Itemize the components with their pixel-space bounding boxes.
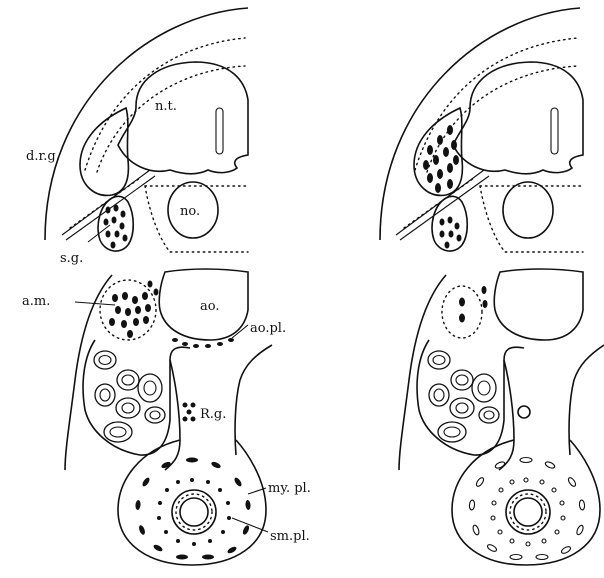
gut-lumen-outer xyxy=(506,490,550,534)
sympathetic-ganglion-dots xyxy=(104,205,128,249)
gut-lumen-outer xyxy=(172,490,216,534)
nerve-fibre xyxy=(66,176,155,240)
myenteric-plexus-open xyxy=(469,458,585,560)
label-sg: s.g. xyxy=(60,251,83,266)
label-am: a.m. xyxy=(22,294,50,309)
label-drg: d.r.g. xyxy=(26,149,60,164)
remak-ganglion-dots xyxy=(183,403,196,422)
neural-tube xyxy=(453,62,583,174)
gut-stalk-right xyxy=(235,345,272,455)
gut-stalk xyxy=(499,360,514,470)
body-wall-dotted xyxy=(415,38,578,170)
remak-ganglion xyxy=(518,406,530,418)
gut-lumen-inner xyxy=(514,498,542,526)
dorsal-root-ganglion-dots xyxy=(423,125,459,193)
body-wall-outline xyxy=(380,8,580,240)
gut-lumen-dotted xyxy=(510,494,546,530)
notochord xyxy=(503,182,553,238)
body-wall-dotted-inner xyxy=(427,66,578,172)
label-ao: ao. xyxy=(200,299,219,314)
label-nt: n.t. xyxy=(155,99,177,114)
label-rg: R.g. xyxy=(200,407,226,422)
right-panel xyxy=(380,8,604,565)
label-aopl: ao.pl. xyxy=(250,321,286,336)
mesonephric-tubules xyxy=(428,351,499,442)
dorsal-root-ganglion xyxy=(414,108,462,195)
left-panel: n.t. d.r.g. no. s.g. ao. a.m. ao.pl. R.g… xyxy=(22,8,311,565)
label-no: no. xyxy=(180,204,200,219)
adrenal-medulla-dots xyxy=(459,286,488,323)
sclerotome-dotted xyxy=(145,186,248,252)
submucous-plexus-dots xyxy=(157,478,231,546)
gut-stalk xyxy=(165,360,180,470)
gut-stalk-right xyxy=(569,345,604,455)
sympathetic-ganglion-dots xyxy=(440,217,462,249)
mesonephric-tubules xyxy=(94,351,165,442)
neural-canal xyxy=(216,108,223,154)
adrenal-medulla-dots xyxy=(109,281,159,339)
label-mypl: my. pl. xyxy=(268,481,311,496)
gut-lumen-dotted xyxy=(176,494,212,530)
submucous-plexus-open xyxy=(491,478,565,546)
neural-tube xyxy=(118,62,248,174)
adrenal-medulla-outline xyxy=(442,286,482,338)
pointer-smpl xyxy=(232,518,268,532)
label-smpl: sm.pl. xyxy=(270,529,310,544)
aorta xyxy=(494,269,583,340)
nerve-fibre xyxy=(400,176,489,240)
neural-canal xyxy=(551,108,558,154)
mesentery-outline xyxy=(399,275,446,470)
sclerotome-dotted xyxy=(480,186,583,252)
gut-lumen-inner xyxy=(180,498,208,526)
